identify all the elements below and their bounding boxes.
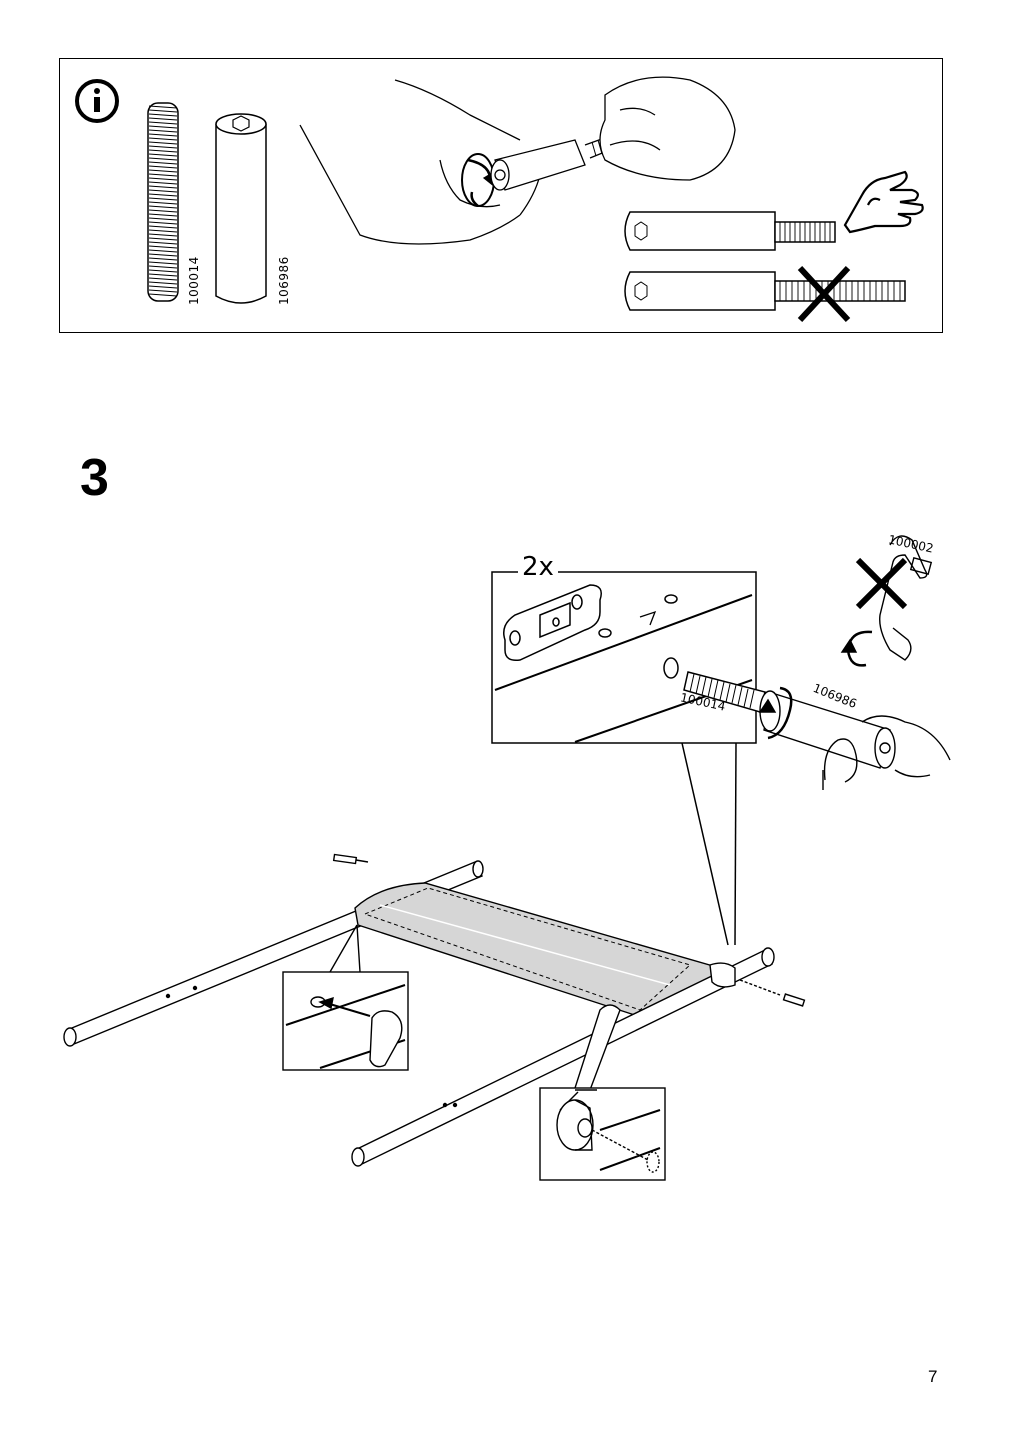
info-panel [59,58,943,333]
quantity-label: 2x [518,554,558,580]
info-icon [75,79,119,123]
step-number: 3 [80,449,109,507]
page-number: 7 [928,1367,938,1386]
